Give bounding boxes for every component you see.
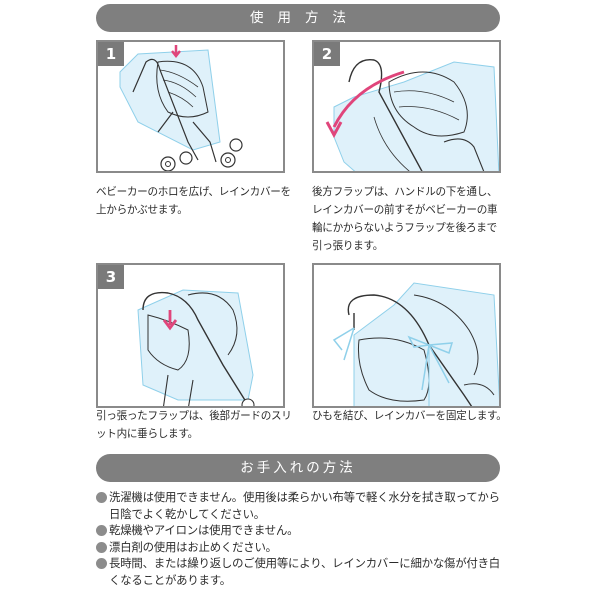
step-1-illustration: 1 — [96, 40, 285, 173]
care-list-item: 漂白剤の使用はお止めください。 — [96, 539, 506, 556]
care-item-text: 長時間、または繰り返しのご使用等により、レインカバーに細かな傷が付き白くなること… — [109, 556, 500, 587]
care-list-item: 乾燥機やアイロンは使用できません。 — [96, 522, 506, 539]
bullet-icon — [96, 541, 107, 553]
stroller-tie-strings-illustration-icon — [332, 282, 499, 406]
bullet-icon — [96, 492, 107, 503]
bullet-icon — [96, 525, 107, 536]
step-2-caption: 後方フラップは、ハンドルの下を通し、レインカバーの前すそがベビーカーの車輪にかか… — [312, 186, 498, 252]
care-item-text: 乾燥機やアイロンは使用できません。 — [109, 523, 299, 537]
step-number-badge: 3 — [98, 265, 124, 289]
bullet-icon — [96, 558, 107, 569]
step-number-badge: 2 — [314, 42, 340, 66]
step-3-caption: 引っ張ったフラップは、後部ガードのスリット内に垂らします。 — [96, 410, 292, 440]
care-list-item: 洗濯機は使用できません。使用後は柔らかい布等で軽く水分を拭き取ってから日陰でよく… — [96, 489, 506, 522]
care-instructions-list: 洗濯機は使用できません。使用後は柔らかい布等で軽く水分を拭き取ってから日陰でよく… — [96, 489, 506, 588]
care-item-text: 洗濯機は使用できません。使用後は柔らかい布等で軽く水分を拭き取ってから日陰でよく… — [109, 490, 500, 521]
usage-section-header: 使用方法 — [96, 4, 500, 32]
step-4-caption: ひもを結び、レインカバーを固定します。 — [312, 410, 507, 422]
care-section-header: お手入れの方法 — [96, 454, 500, 482]
step-4-illustration — [312, 263, 501, 408]
step-1-caption: ベビーカーのホロを広げ、レインカバーを上からかぶせます。 — [96, 186, 291, 216]
care-item-text: 漂白剤の使用はお止めください。 — [109, 539, 277, 554]
step-3-illustration: 3 — [96, 263, 285, 408]
stroller-cover-illustration-icon — [119, 45, 243, 171]
step-number-badge: 1 — [98, 42, 124, 66]
stroller-rear-guard-illustration-icon — [137, 289, 255, 406]
stroller-flap-illustration-icon — [325, 58, 499, 171]
care-list-item: 長時間、または繰り返しのご使用等により、レインカバーに細かな傷が付き白くなること… — [96, 555, 506, 588]
step-2-illustration: 2 — [312, 40, 501, 173]
